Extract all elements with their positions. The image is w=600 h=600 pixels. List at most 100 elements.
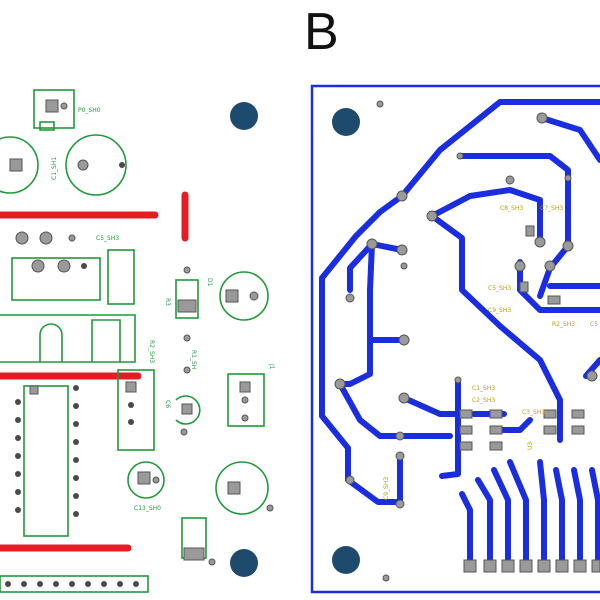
pad [21,581,27,587]
pad [225,289,239,303]
pad [15,231,29,245]
pad [483,559,497,573]
pad [334,378,346,390]
pad [128,402,134,408]
label-row: C5_SH3 [96,235,119,242]
pad [395,499,405,509]
pad [15,507,21,513]
pad [573,559,587,573]
pad [241,396,249,404]
pad [125,381,137,393]
pad [57,259,71,273]
dip-right-pins [73,385,79,517]
label-b-u1: C1_SH3 [472,385,495,392]
pad [31,259,45,273]
blue-trace [537,459,547,563]
blue-trace [517,259,600,313]
cap-right-top [219,271,269,321]
pad [29,385,39,395]
label-b-u2: C2_SH3 [472,397,495,404]
pad [400,262,408,270]
label-b-c2: C7_SH3 [540,205,563,212]
header-outline [117,369,155,451]
pad [382,574,390,582]
blue-trace [401,395,459,417]
bottom-header-outline [0,575,149,593]
blue-trace [439,377,461,479]
pad [537,559,551,573]
dip-ic-outline [23,385,69,537]
pad [536,112,548,124]
pad [119,162,125,168]
pad [73,403,79,409]
pad [463,559,477,573]
pad [459,441,473,451]
pad [183,547,205,561]
pad [85,581,91,587]
blue-trace [539,115,600,163]
label-cap-small: C6 [164,400,171,408]
label-b-ic: U3 [527,442,534,450]
blue-trace [319,193,405,505]
blue-trace [507,459,529,563]
pad [519,281,529,293]
pad [501,559,515,573]
pad [5,581,11,587]
pad [69,581,75,587]
pad [208,558,216,566]
label-b-c4: C9_SH3 [488,307,511,314]
label-b-c3: C5_SH3 [488,285,511,292]
pad [564,174,572,182]
pad [15,417,21,423]
connector-right [227,373,265,427]
pad [137,471,151,485]
label-cap-bottom: C13_SH0 [134,505,161,512]
dip-left-pins [15,399,21,513]
pad [37,581,43,587]
small-cap-outline [175,395,201,425]
panel-b: C8_SH3 C7_SH3 C5_SH3 C9_SH3 R2_SH3 C5 C1… [310,84,600,594]
pad [376,100,384,108]
pad [525,225,535,237]
blue-trace [429,213,563,443]
heatsink-outline [0,314,136,363]
label-diode: D1 [206,278,213,287]
pad [60,102,68,110]
pad [183,266,191,274]
blue-trace [475,477,493,563]
label-res-b: R1_SH [190,350,197,369]
pad [396,190,408,202]
mount-hole-top [230,102,258,130]
pad [571,425,585,435]
mount-hole-b-bottom [332,546,360,574]
label-top-part: P0_SH0 [78,107,101,114]
cap-bottom-left [127,461,165,499]
pad [366,238,378,250]
heatsink-fin [39,323,63,362]
pad [101,581,107,587]
pad [73,439,79,445]
smd-ic-footprint [459,225,585,451]
pad [562,240,574,252]
pad [519,559,533,573]
pad [489,441,503,451]
pad [345,475,355,485]
blue-trace [553,467,565,563]
pad [489,409,503,419]
pad [152,476,160,484]
pad [459,425,473,435]
pad [544,260,556,272]
label-res-a: R3 [164,298,171,306]
pad [547,295,561,305]
pad [128,419,134,425]
pad [73,421,79,427]
pad [555,559,569,573]
panel-b-label: B [304,3,339,61]
pad [77,159,89,171]
pad [73,493,79,499]
pad [181,403,193,415]
pad [227,481,241,495]
blue-trace [571,467,583,563]
pad [459,409,473,419]
pad [15,399,21,405]
